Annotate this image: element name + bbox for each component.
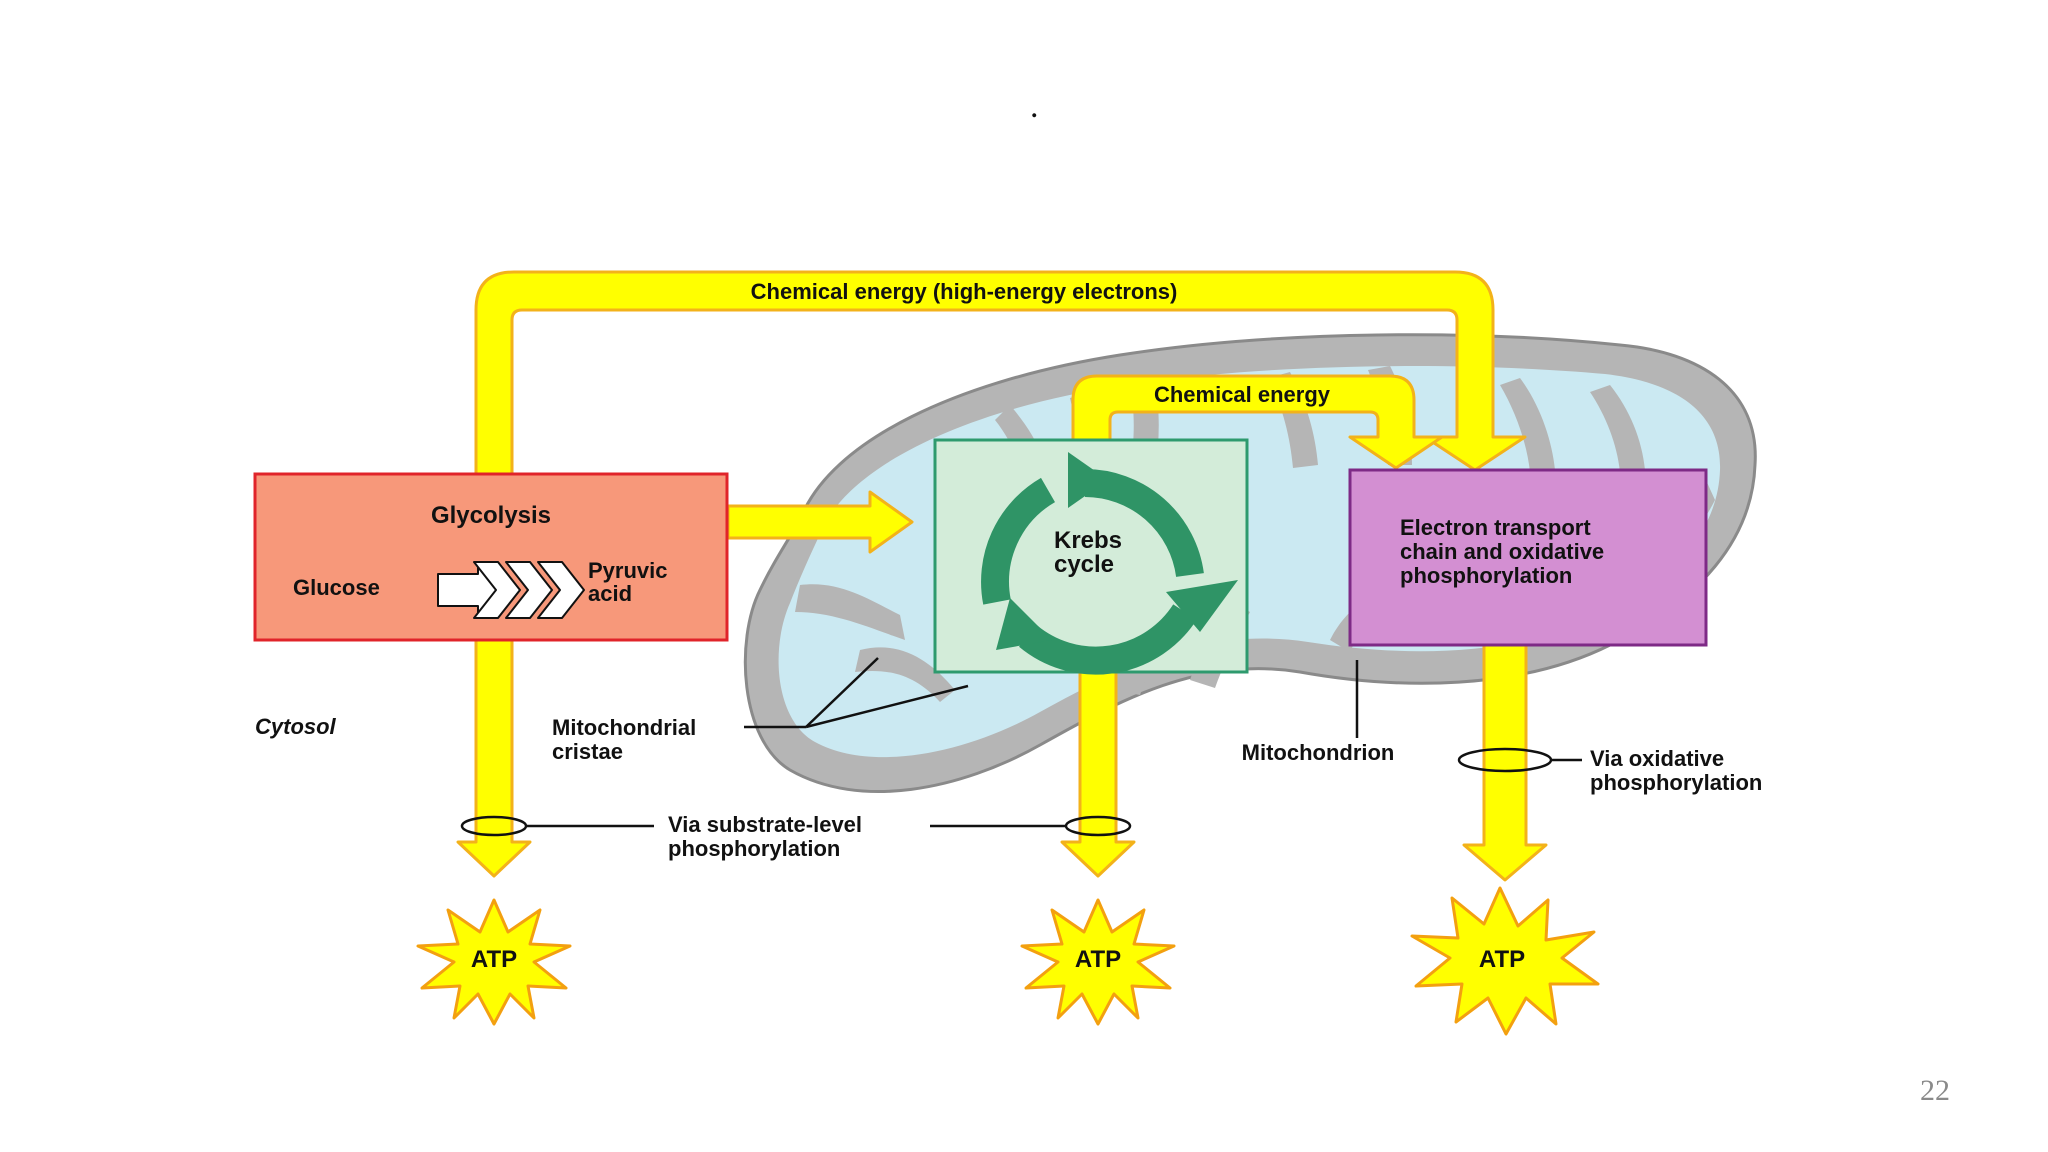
- cytosol-label: Cytosol: [255, 714, 337, 739]
- substrate-level-label-line2: phosphorylation: [668, 836, 840, 861]
- slide-title: .: [1030, 88, 1039, 125]
- oxidative-ring: [1457, 747, 1582, 773]
- substrate-level-rings: [460, 815, 1132, 837]
- mitochondrion-label: Mitochondrion: [1242, 740, 1395, 765]
- etc-label-line1: Electron transport: [1400, 515, 1591, 540]
- cristae-pointer-lines: [744, 657, 969, 729]
- substrate-level-label-line1: Via substrate-level: [668, 812, 862, 837]
- atp-label-2: ATP: [1075, 946, 1121, 973]
- high-energy-electrons-arrow: [474, 270, 1527, 482]
- krebs-arrowhead-icon: [1166, 580, 1238, 632]
- chemical-energy-label: Chemical energy: [1154, 382, 1331, 407]
- glycolysis-atp-arrow: [456, 638, 532, 878]
- page-number: 22: [1920, 1074, 1950, 1107]
- atp-starburst-2: ATP: [1020, 898, 1176, 1026]
- atp-label-1: ATP: [471, 946, 517, 973]
- electron-transport-box: [1348, 468, 1708, 647]
- krebs-label-line2: cycle: [1054, 551, 1114, 578]
- krebs-atp-arrow: [1060, 670, 1136, 878]
- oxidative-label-line1: Via oxidative: [1590, 746, 1724, 771]
- atp-starburst-3: ATP: [1410, 886, 1600, 1036]
- starburst-icon: [1410, 886, 1600, 1036]
- etc-label-line2: chain and oxidative: [1400, 539, 1604, 564]
- atp-starburst-1: ATP: [416, 898, 572, 1026]
- glycolysis-chevron-arrows-icon: [437, 561, 585, 619]
- cristae-label-line2: cristae: [552, 739, 623, 764]
- atp-label-3: ATP: [1479, 946, 1525, 973]
- pyruvate-to-krebs-arrow: [726, 490, 914, 554]
- etc-label-line3: phosphorylation: [1400, 563, 1572, 588]
- cristae-label-line1: Mitochondrial: [552, 715, 696, 740]
- glycolysis-title: Glycolysis: [431, 502, 551, 529]
- pyruvic-acid-label-line2: acid: [588, 581, 632, 606]
- glucose-label: Glucose: [293, 575, 380, 600]
- krebs-arrowhead-icon: [996, 598, 1052, 650]
- high-energy-electrons-label: Chemical energy (high-energy electrons): [751, 279, 1178, 304]
- krebs-arrowhead-icon: [1068, 452, 1108, 508]
- krebs-cycle-arrows-icon: [981, 469, 1204, 675]
- starburst-icon: [416, 898, 572, 1026]
- krebs-label-line1: Krebs: [1054, 527, 1122, 554]
- oxidative-label-line2: phosphorylation: [1590, 770, 1762, 795]
- starburst-icon: [1020, 898, 1176, 1026]
- pyruvic-acid-label-line1: Pyruvic: [588, 558, 668, 583]
- chemical-energy-arrow: [1071, 374, 1444, 470]
- etc-atp-arrow: [1462, 643, 1548, 882]
